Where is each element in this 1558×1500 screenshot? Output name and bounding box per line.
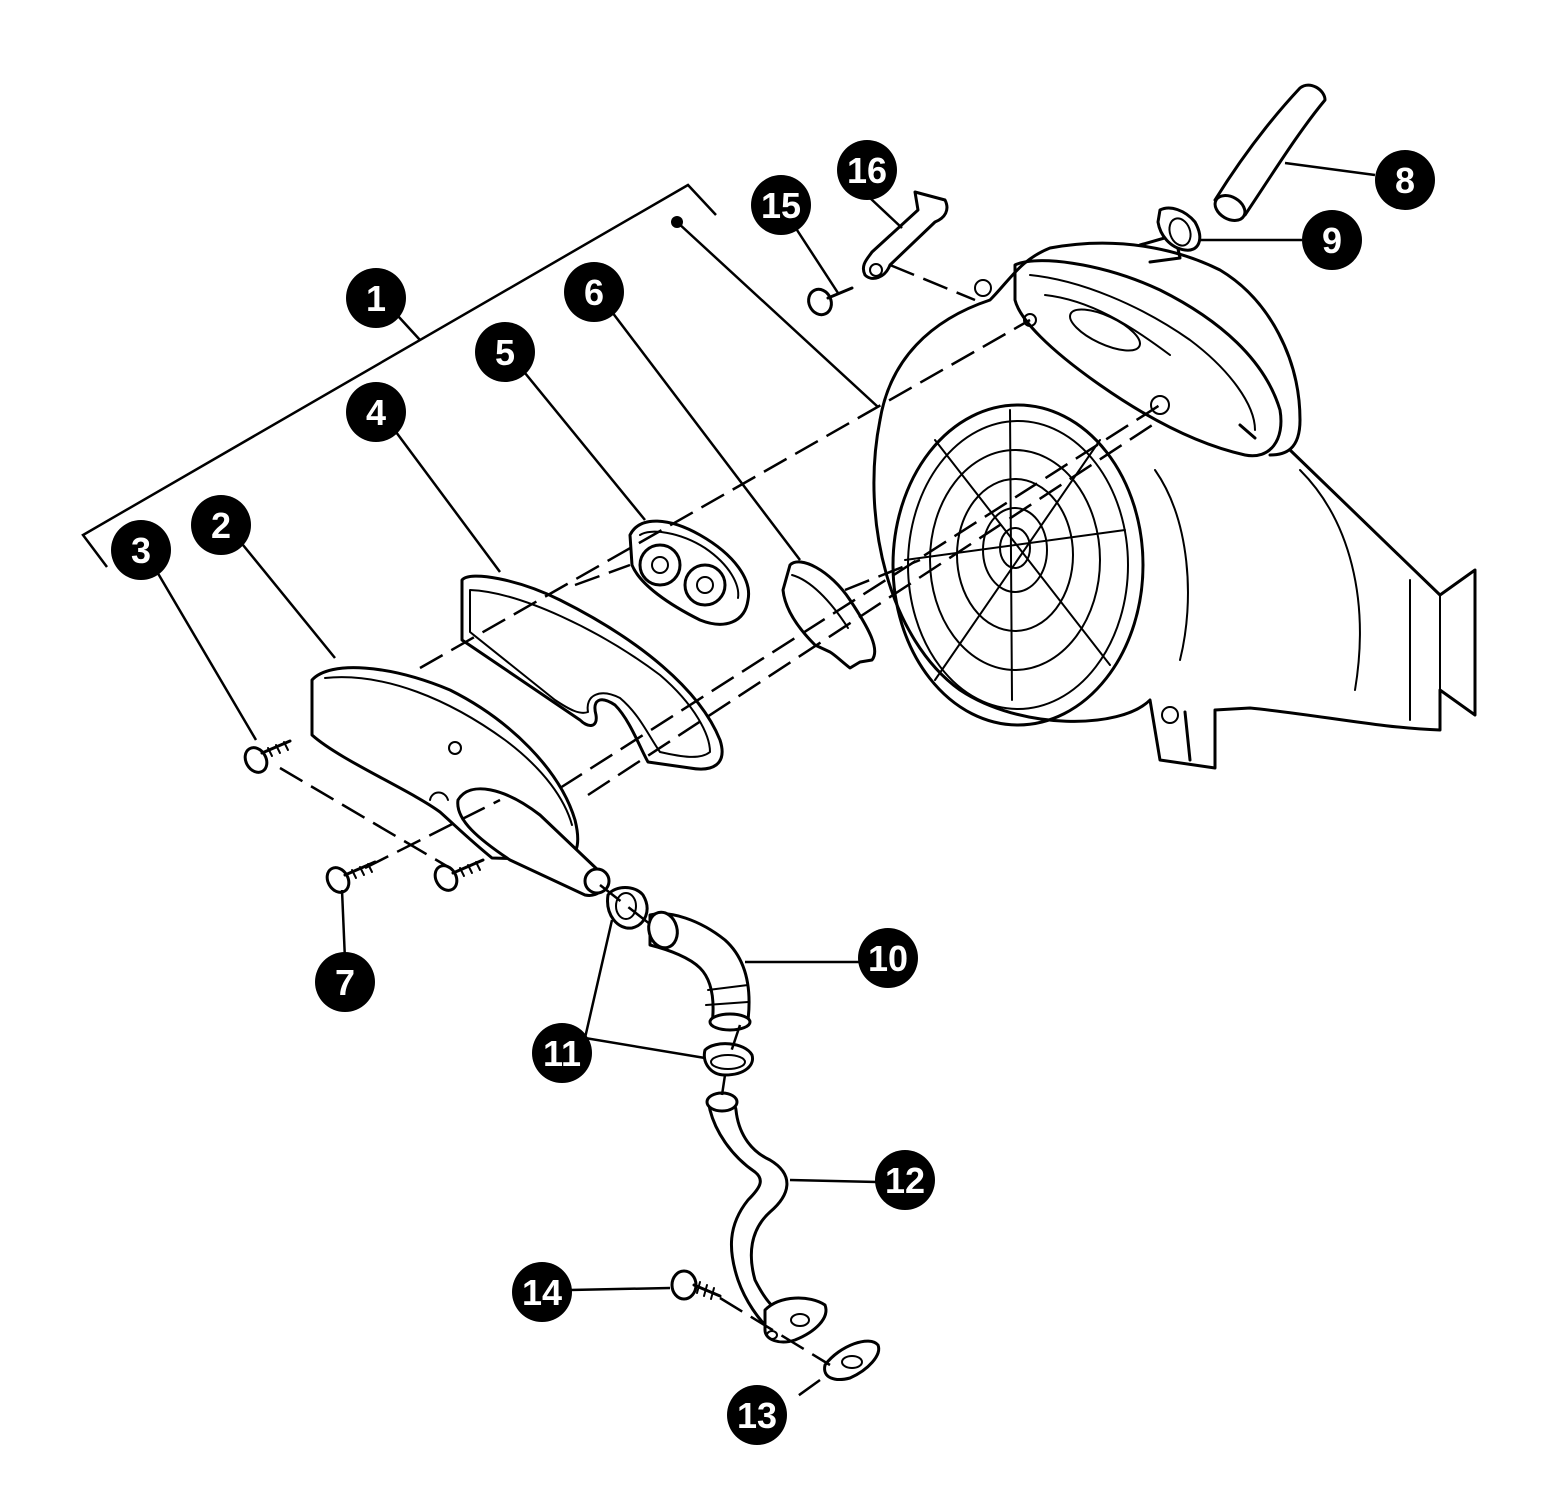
- part-2-cover-plate: [310, 666, 611, 897]
- part-12-tube: [705, 1091, 828, 1344]
- callout-label: 12: [885, 1160, 925, 1201]
- callout-7: 7: [315, 952, 375, 1012]
- callout-8: 8: [1375, 150, 1435, 210]
- part-9-clamp: [1156, 206, 1202, 252]
- part-14-bolt: [670, 1269, 722, 1301]
- callout-label: 5: [495, 332, 515, 373]
- callout-label: 3: [131, 530, 151, 571]
- part-8-hose: [1213, 83, 1327, 222]
- callout-label: 10: [868, 938, 908, 979]
- callout-2: 2: [191, 495, 251, 555]
- callout-13: 13: [727, 1385, 787, 1445]
- callout-10: 10: [858, 928, 918, 988]
- callout-14: 14: [512, 1262, 572, 1322]
- callout-6: 6: [564, 262, 624, 322]
- part-7-screws: [325, 858, 485, 894]
- callout-label: 9: [1322, 220, 1342, 261]
- callout-label: 11: [543, 1033, 581, 1074]
- callout-11: 11: [532, 1023, 592, 1083]
- callout-label: 7: [335, 962, 355, 1003]
- part-4-gasket: [460, 574, 724, 771]
- callout-4: 4: [346, 382, 406, 442]
- callout-label: 15: [761, 185, 801, 226]
- leader-lines: [154, 161, 1376, 1292]
- part-13-gasket: [823, 1339, 881, 1381]
- callout-label: 8: [1395, 160, 1415, 201]
- callout-12: 12: [875, 1150, 935, 1210]
- callout-15: 15: [751, 175, 811, 235]
- callout-16: 16: [837, 140, 897, 200]
- callout-9: 9: [1302, 210, 1362, 270]
- part-10-elbow: [647, 910, 752, 1032]
- callout-label: 4: [366, 392, 386, 433]
- callout-5: 5: [475, 322, 535, 382]
- callout-label: 1: [366, 278, 386, 319]
- part-16-bracket: [861, 190, 949, 280]
- part-6-baffle: [781, 560, 877, 670]
- assembly-lines: [279, 263, 1161, 1400]
- callout-1: 1: [346, 268, 406, 328]
- callout-label: 13: [737, 1395, 777, 1436]
- callout-label: 6: [584, 272, 604, 313]
- callout-label: 16: [847, 150, 887, 191]
- callout-3: 3: [111, 520, 171, 580]
- assembly-bracket: [81, 183, 879, 568]
- callout-label: 14: [522, 1272, 562, 1313]
- callout-label: 2: [211, 505, 231, 546]
- part-15-screw: [807, 286, 854, 317]
- blower-housing: [872, 233, 1477, 770]
- part-5-filter: [628, 519, 751, 626]
- part-3-screw: [243, 739, 292, 774]
- callouts: 1 2 3 4 5 6 7 8: [111, 140, 1435, 1445]
